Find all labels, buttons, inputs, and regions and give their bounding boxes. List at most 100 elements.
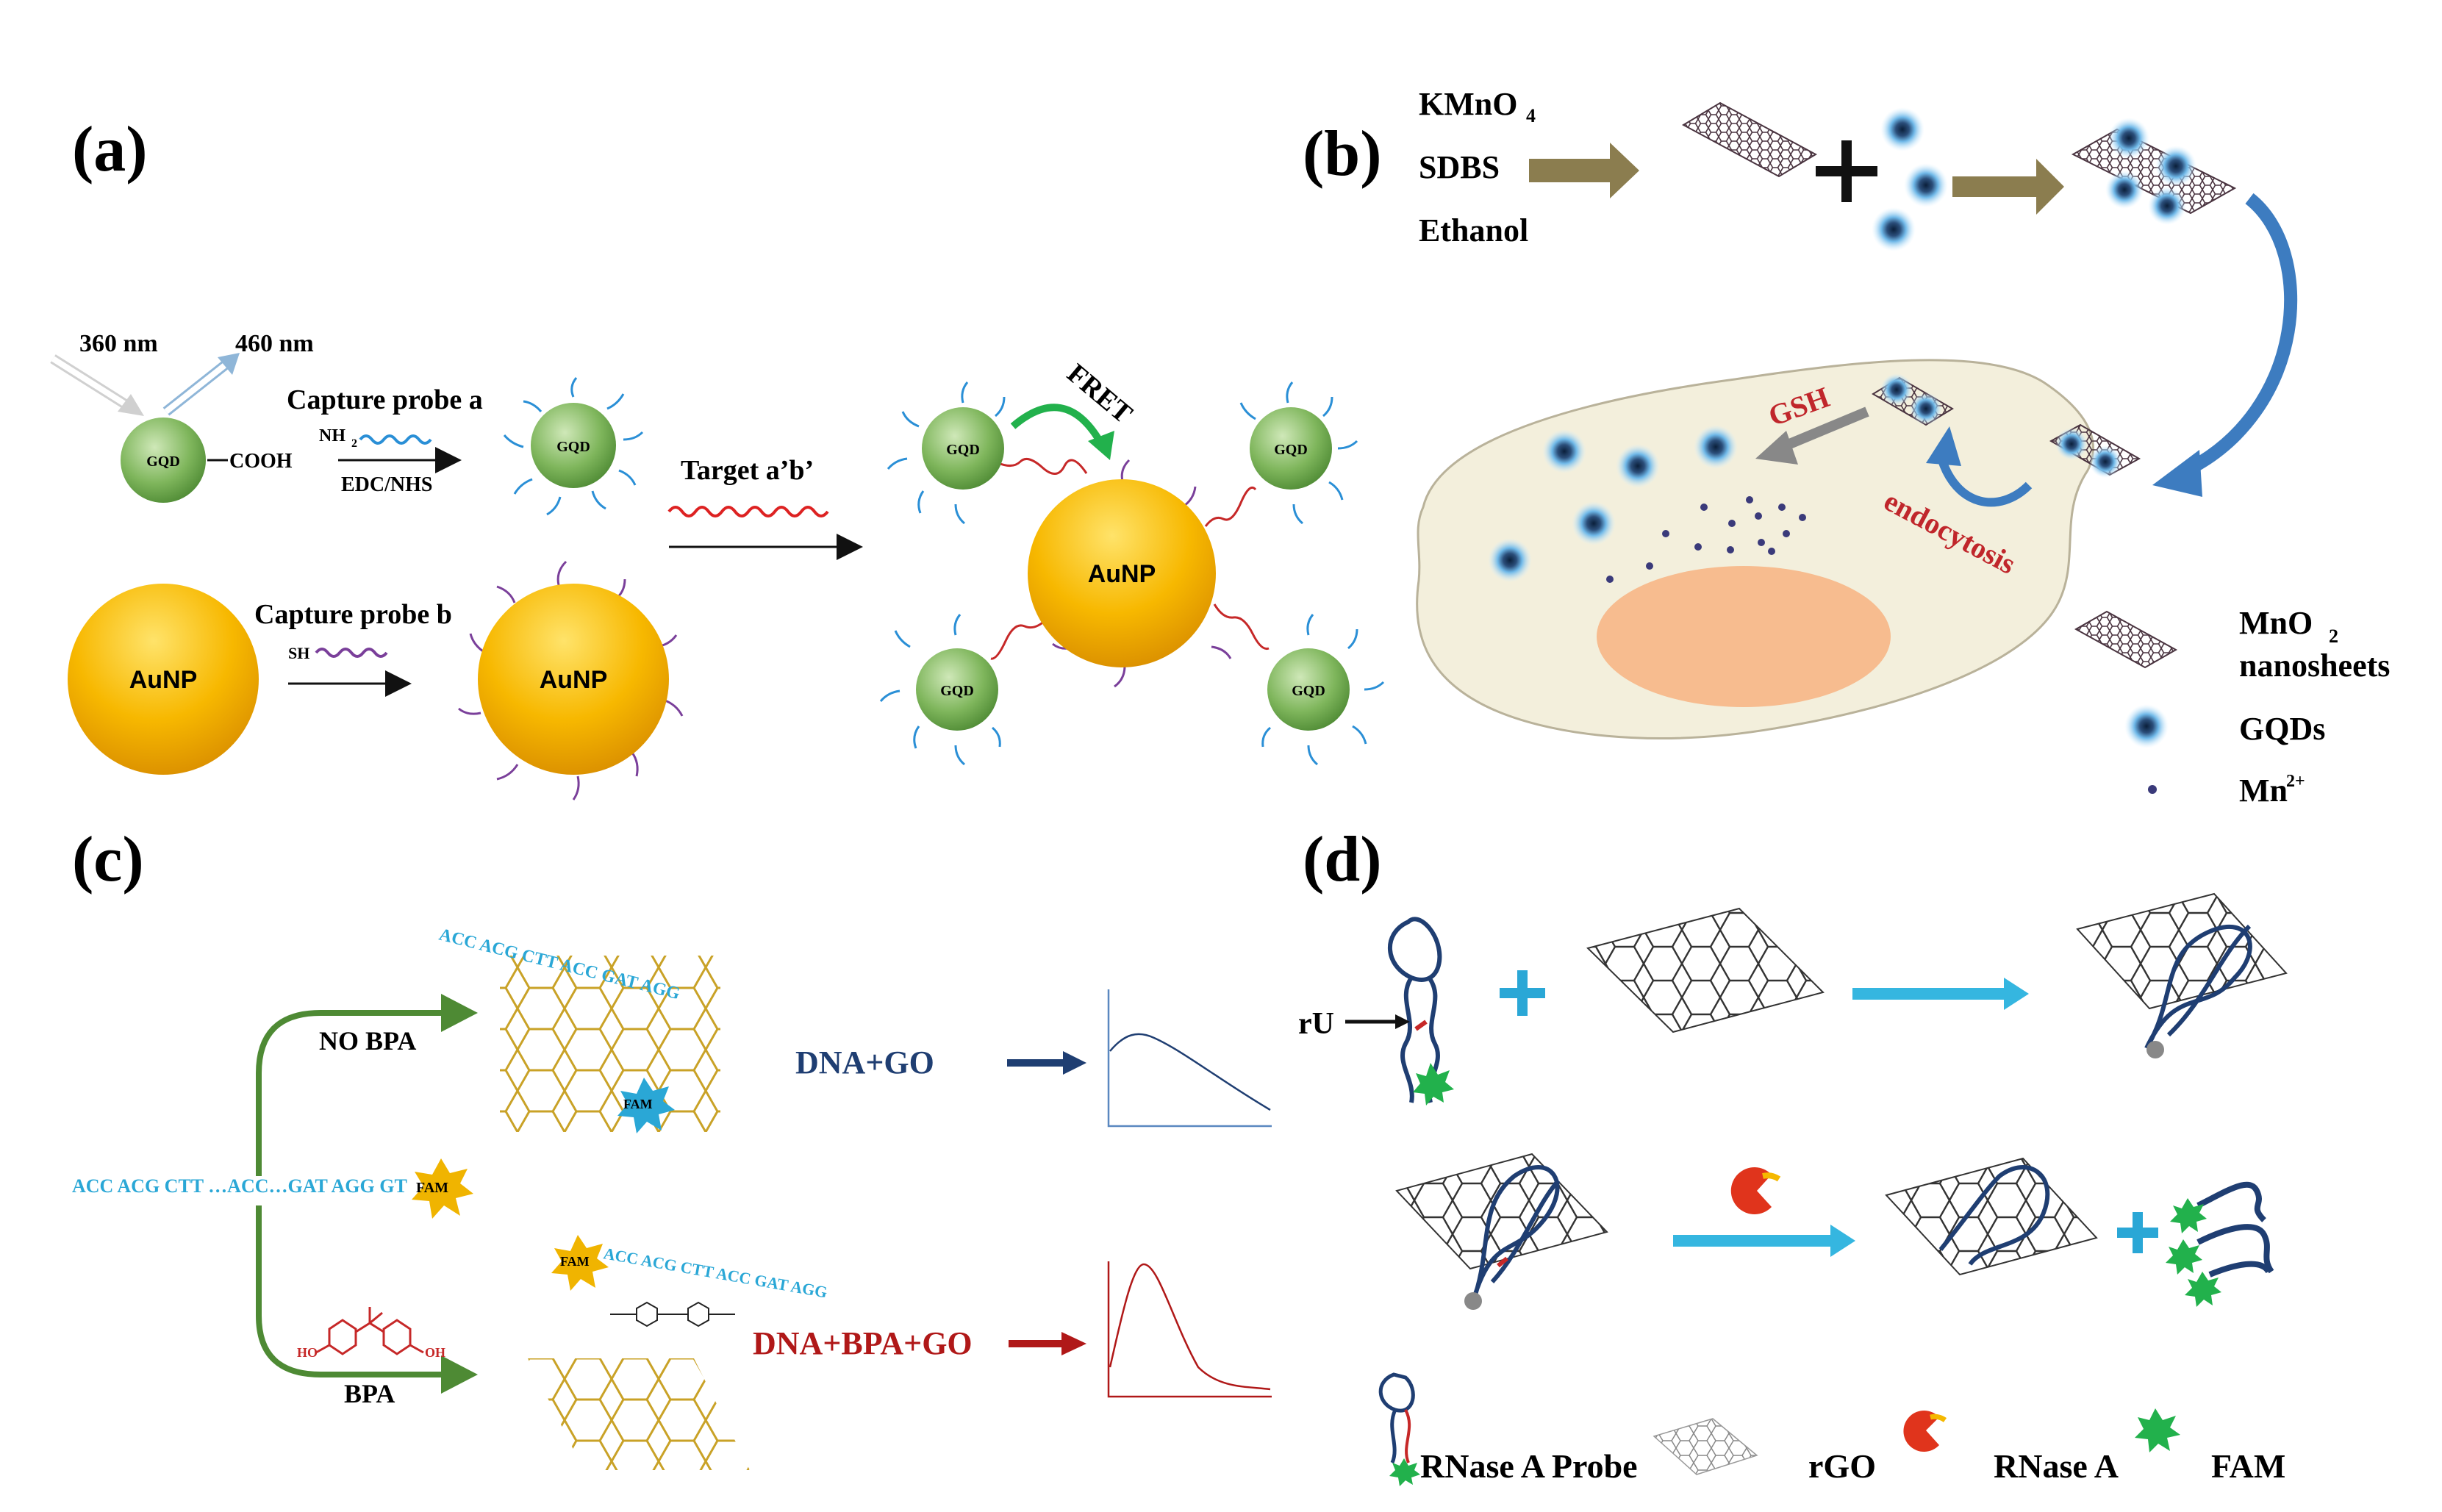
gqd-bottom-right: GQD [1261, 614, 1385, 766]
cell-nucleus [1597, 566, 1891, 707]
legend-nanosheets: nanosheets [2239, 648, 2390, 684]
mno2-sheet [1681, 101, 1818, 178]
sh-label: SH [288, 644, 309, 662]
bpa-oh-label: OH [425, 1345, 445, 1360]
gqd-bottom-left-label: GQD [940, 683, 974, 699]
loaded-nanosheet [2071, 118, 2237, 225]
probe-a-strand [359, 434, 432, 445]
cleavage-arrow [1673, 1235, 1833, 1247]
legend-rnase-a-icon [1903, 1411, 1947, 1452]
synthesis-arrow [1529, 143, 1639, 198]
bpa-label: BPA [344, 1379, 395, 1408]
legend-rgo-icon [1653, 1418, 1758, 1475]
plus-icon-cyan-1 [1500, 970, 1545, 1016]
legend-mn: Mn [2239, 773, 2288, 809]
aptamer-sequence: ACC ACG CTT …ACC…GAT AGG GT [72, 1175, 407, 1197]
cooh-label: COOH [229, 450, 293, 473]
probe-b-strand [315, 648, 388, 658]
reagent-kmno4: KMnO [1419, 86, 1517, 122]
bound-bpa [610, 1301, 735, 1328]
cell-entry-arrow [2180, 193, 2298, 479]
legend-mno2: MnO [2239, 605, 2313, 641]
dna-bpa-go-label: DNA+BPA+GO [753, 1325, 973, 1361]
fret-arrow [1010, 404, 1103, 443]
rgo-cleaved [1885, 1157, 2098, 1276]
gqd-top-left: GQD [887, 381, 1006, 525]
fret-label: FRET [1061, 358, 1139, 429]
edc-nhs-label: EDC/NHS [341, 473, 432, 496]
mn-ions [1606, 496, 1806, 583]
emission-wavelength: 460 nm [235, 330, 314, 357]
legend-rnase-probe: RNase A Probe [1420, 1447, 1638, 1485]
bpa-branch [256, 1205, 441, 1377]
folded-sequence: ACC ACG CTT ACC GAT AGG [602, 1244, 828, 1301]
go-sheet-no-bpa [500, 956, 720, 1132]
aunp-bare [68, 584, 259, 775]
fam-quenched-label: FAM [623, 1097, 653, 1111]
panel-c: (c) NO BPA BPA ACC ACG CTT …ACC…GAT AGG … [72, 824, 1272, 1470]
nh2-label: NH [319, 426, 345, 445]
capture-probe-a-label: Capture probe a [287, 384, 483, 415]
panel-c-label: (c) [72, 824, 144, 895]
plus-icon [1816, 140, 1877, 202]
nh2-subscript: 2 [351, 437, 357, 450]
target-strand [667, 506, 829, 517]
gqd-top-right-label: GQD [1274, 442, 1308, 458]
fam-left-label: FAM [416, 1180, 448, 1196]
rnase-a-enzyme [1730, 1167, 1781, 1214]
reagent-ethanol: Ethanol [1419, 212, 1528, 248]
ru-label: rU [1298, 1007, 1334, 1041]
excitation-arrow [50, 354, 144, 416]
gqd-bare [121, 418, 206, 503]
go-sheet-bpa [528, 1358, 750, 1470]
gqd-probe-a-label: GQD [556, 439, 590, 455]
adsorb-arrow [1852, 988, 2007, 1000]
panel-a-label: (a) [72, 114, 148, 185]
dna-go-label: DNA+GO [795, 1045, 934, 1081]
gqd-bare-label: GQD [146, 454, 180, 470]
legend-mn-superscript: 2+ [2286, 772, 2305, 791]
legend-rnase-a: RNase A [1994, 1447, 2119, 1485]
panel-d-legend: RNase A Probe rGO RNase A FAM [1378, 1372, 2285, 1486]
endocytosis-arrow [1936, 454, 2033, 507]
loading-arrow [1952, 159, 2064, 215]
fam-left: FAM [412, 1158, 473, 1219]
reagent-sdbs: SDBS [1419, 149, 1500, 185]
panel-d-label: (d) [1303, 824, 1382, 895]
legend-mno2-icon [2074, 610, 2178, 669]
emission-arrow [162, 353, 240, 416]
legend-fam: FAM [2211, 1447, 2285, 1485]
aunp-bare-label: AuNP [129, 666, 198, 694]
panel-b-legend: MnO 2 nanosheets GQDs Mn 2+ [2074, 605, 2390, 809]
plus-icon-cyan-2 [2117, 1212, 2158, 1253]
rnase-probe [1388, 917, 1454, 1106]
no-bpa-branch [256, 1010, 441, 1176]
gqd-bottom-left: GQD [879, 614, 1001, 766]
panel-b: (b) KMnO 4 SDBS Ethanol [1303, 86, 2390, 809]
panel-d: (d) rU [1298, 824, 2288, 1486]
aunp-probe-b-label: AuNP [540, 666, 608, 694]
aunp-center-label: AuNP [1088, 560, 1156, 588]
aunp-center [1028, 479, 1216, 667]
fret-complex: AuNP GQD GQD [879, 358, 1385, 766]
fam-free-label: FAM [560, 1254, 590, 1269]
panel-a: (a) 360 nm 460 nm GQD COOH Capture probe… [50, 114, 1385, 800]
legend-probe-icon [1378, 1372, 1420, 1486]
gqd-top-right: GQD [1239, 381, 1358, 525]
spectrum-dna-go [1107, 989, 1272, 1128]
panel-b-label: (b) [1303, 118, 1382, 190]
legend-mn-icon [2148, 785, 2157, 794]
gqd-probe-a: GQD [503, 377, 644, 516]
membrane-nanosheet [2049, 423, 2141, 478]
gqd-cluster [1872, 107, 1948, 251]
rgo-with-probe-2 [1395, 1153, 1608, 1310]
rgo-sheet-1 [1586, 907, 1825, 1033]
gsh-arrow [1777, 406, 1869, 454]
gqd-bottom-right-label: GQD [1292, 683, 1325, 699]
rgo-with-probe [2076, 892, 2288, 1058]
excitation-wavelength: 360 nm [79, 330, 158, 357]
legend-fam-icon [2135, 1408, 2180, 1452]
legend-gqds: GQDs [2239, 711, 2325, 747]
legend-rgo: rGO [1808, 1447, 1876, 1485]
fam-free: FAM [551, 1235, 609, 1291]
